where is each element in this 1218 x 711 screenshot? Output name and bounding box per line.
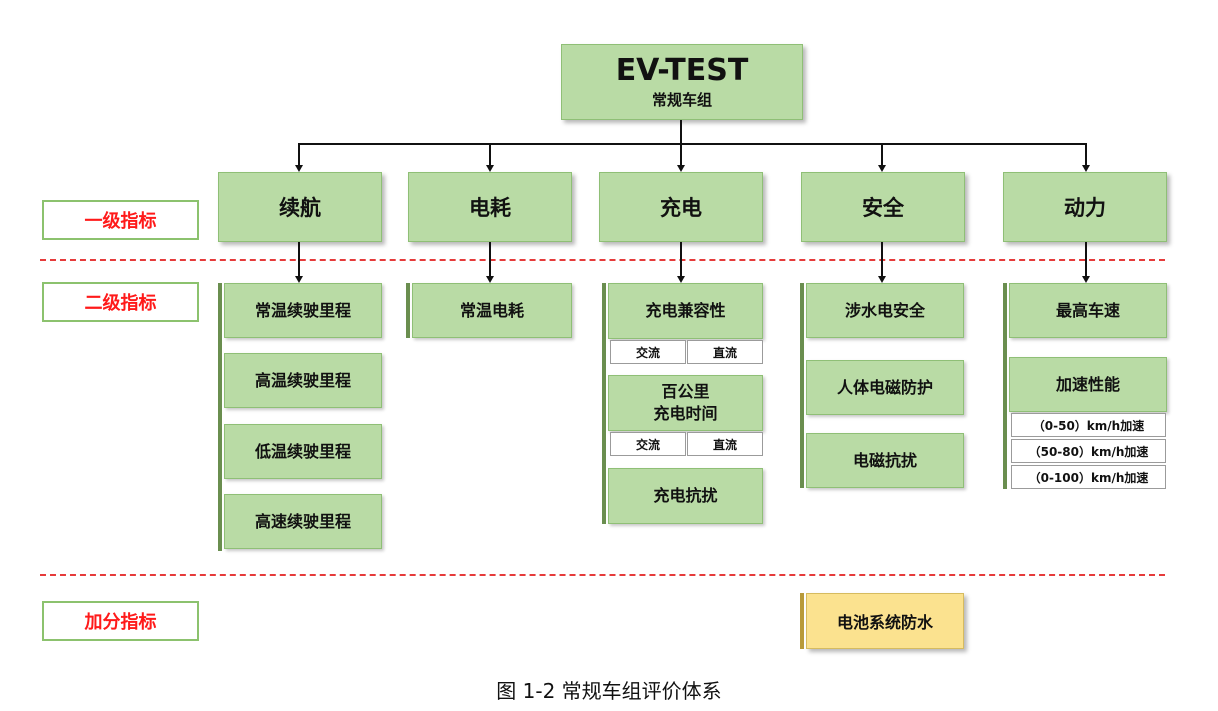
separator-top: [40, 259, 1165, 261]
arrow-l2-2: [486, 276, 494, 283]
bonus-label: 加分指标: [42, 601, 199, 641]
safety-emc: 电磁抗扰: [806, 433, 964, 488]
range-item-high-temp: 高温续驶里程: [224, 353, 382, 408]
power-accel-50-80: （50-80）km/h加速: [1011, 439, 1166, 463]
arrow-4: [878, 165, 886, 172]
connector-horizontal: [298, 143, 1087, 145]
category-energy: 电耗: [408, 172, 572, 242]
charging-immunity: 充电抗扰: [608, 468, 763, 524]
category-range: 续航: [218, 172, 382, 242]
charging-time-line2: 充电时间: [653, 404, 718, 423]
arrow-l2-4: [878, 276, 886, 283]
range-item-low-temp: 低温续驶里程: [224, 424, 382, 479]
bonus-group-bar: [800, 593, 804, 649]
charging-compat: 充电兼容性: [608, 283, 763, 339]
safety-group-bar: [800, 283, 804, 488]
power-group-bar: [1003, 283, 1007, 489]
safety-emf: 人体电磁防护: [806, 360, 964, 415]
connector-drop-4: [881, 143, 883, 165]
range-item-normal: 常温续驶里程: [224, 283, 382, 338]
connector-drop-2: [489, 143, 491, 165]
connector-l2-5: [1085, 242, 1087, 276]
connector-l2-1: [298, 242, 300, 276]
charging-time-dc: 直流: [687, 432, 763, 456]
arrow-l2-3: [677, 276, 685, 283]
power-top-speed: 最高车速: [1009, 283, 1167, 338]
charging-group-bar: [602, 283, 606, 524]
arrow-2: [486, 165, 494, 172]
connector-drop-3: [680, 143, 682, 165]
root-title: EV-TEST: [615, 53, 749, 88]
charging-compat-dc: 直流: [687, 340, 763, 364]
energy-group-bar: [406, 283, 410, 338]
root-node: EV-TEST 常规车组: [561, 44, 803, 120]
arrow-3: [677, 165, 685, 172]
root-subtitle: 常规车组: [651, 91, 712, 109]
arrow-1: [295, 165, 303, 172]
safety-water: 涉水电安全: [806, 283, 964, 338]
category-charging: 充电: [599, 172, 763, 242]
charging-time: 百公里 充电时间: [608, 375, 763, 431]
figure-caption: 图 1-2 常规车组评价体系: [496, 679, 722, 703]
level1-label: 一级指标: [42, 200, 199, 240]
arrow-5: [1082, 165, 1090, 172]
connector-drop-5: [1085, 143, 1087, 165]
level2-label: 二级指标: [42, 282, 199, 322]
power-acceleration: 加速性能: [1009, 357, 1167, 412]
connector-l2-2: [489, 242, 491, 276]
arrow-l2-1: [295, 276, 303, 283]
connector-root-down: [680, 120, 682, 144]
arrow-l2-5: [1082, 276, 1090, 283]
category-safety: 安全: [801, 172, 965, 242]
connector-drop-1: [298, 143, 300, 165]
charging-time-ac: 交流: [610, 432, 686, 456]
energy-item-normal: 常温电耗: [412, 283, 572, 338]
charging-time-line1: 百公里: [661, 382, 710, 401]
connector-l2-4: [881, 242, 883, 276]
range-item-highway: 高速续驶里程: [224, 494, 382, 549]
separator-bottom: [40, 574, 1165, 576]
power-accel-0-100: （0-100）km/h加速: [1011, 465, 1166, 489]
category-power: 动力: [1003, 172, 1167, 242]
charging-compat-ac: 交流: [610, 340, 686, 364]
power-accel-0-50: （0-50）km/h加速: [1011, 413, 1166, 437]
connector-l2-3: [680, 242, 682, 276]
range-group-bar: [218, 283, 222, 551]
bonus-battery-waterproof: 电池系统防水: [806, 593, 964, 649]
